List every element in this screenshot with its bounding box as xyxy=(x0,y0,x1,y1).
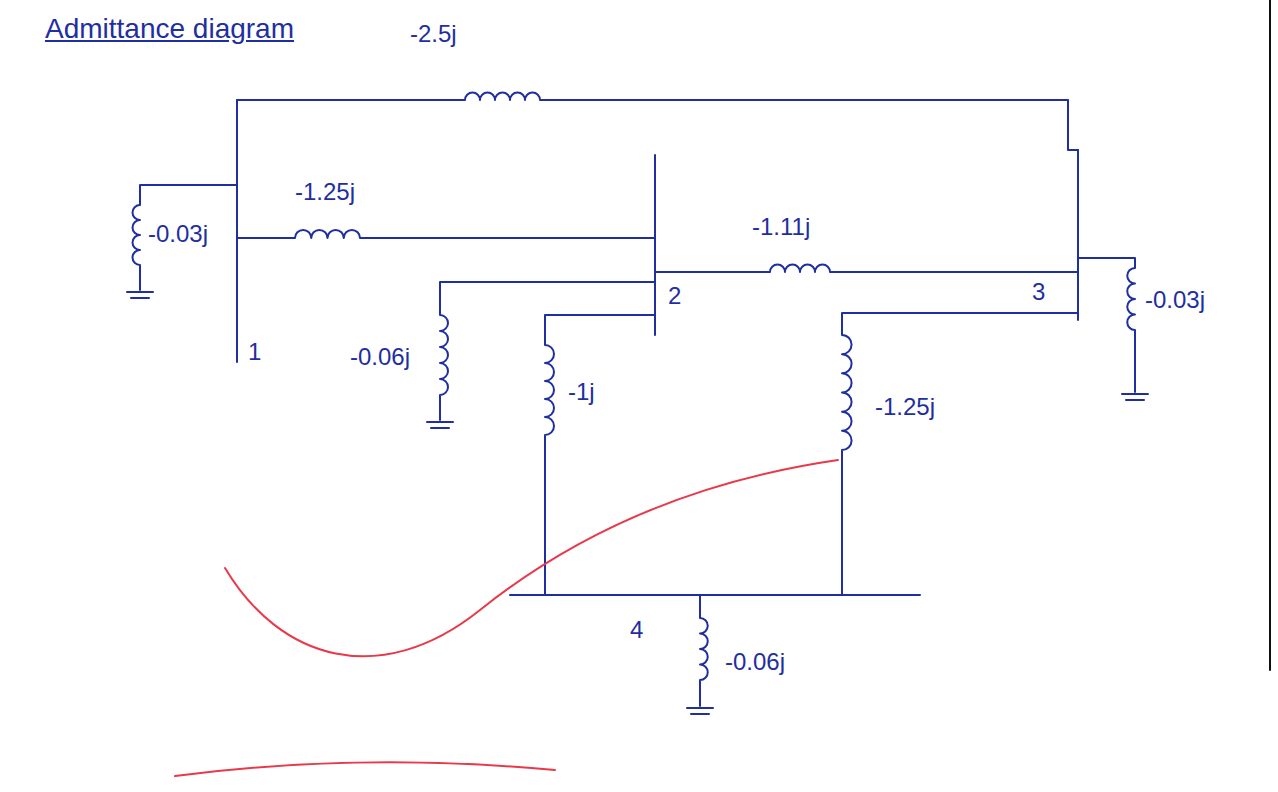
bus-number: 3 xyxy=(1032,280,1045,304)
page-border xyxy=(1269,0,1271,670)
admittance-value: -0.03j xyxy=(148,222,208,246)
shunt-inductor xyxy=(427,282,655,428)
admittance-value: -2.5j xyxy=(410,22,457,46)
admittance-value: -1j xyxy=(568,380,595,404)
admittance-value: -0.03j xyxy=(1145,288,1205,312)
admittance-value: -1.25j xyxy=(875,395,935,419)
red-strike xyxy=(225,460,838,656)
bus-number: 1 xyxy=(248,340,261,364)
line-inductor xyxy=(237,230,655,238)
diagram-title: Admittance diagram xyxy=(45,14,294,45)
line-inductor xyxy=(842,313,1078,595)
admittance-value: -1.11j xyxy=(752,215,810,239)
bus-number: 2 xyxy=(668,284,681,308)
line-inductor xyxy=(655,265,1078,272)
admittance-value: -0.06j xyxy=(725,650,785,674)
shunt-inductor xyxy=(1078,258,1148,400)
bus-bar xyxy=(236,100,238,362)
bus-bar xyxy=(510,594,920,596)
admittance-value: -1.25j xyxy=(295,180,355,204)
bus-bar xyxy=(654,155,656,335)
shunt-inductor xyxy=(687,595,713,714)
bus-number: 4 xyxy=(630,618,643,642)
shunt-inductor xyxy=(127,185,237,298)
admittance-value: -0.06j xyxy=(350,345,410,369)
red-strike xyxy=(175,762,555,776)
line-inductor xyxy=(237,93,1078,150)
bus-bar xyxy=(1077,150,1079,320)
